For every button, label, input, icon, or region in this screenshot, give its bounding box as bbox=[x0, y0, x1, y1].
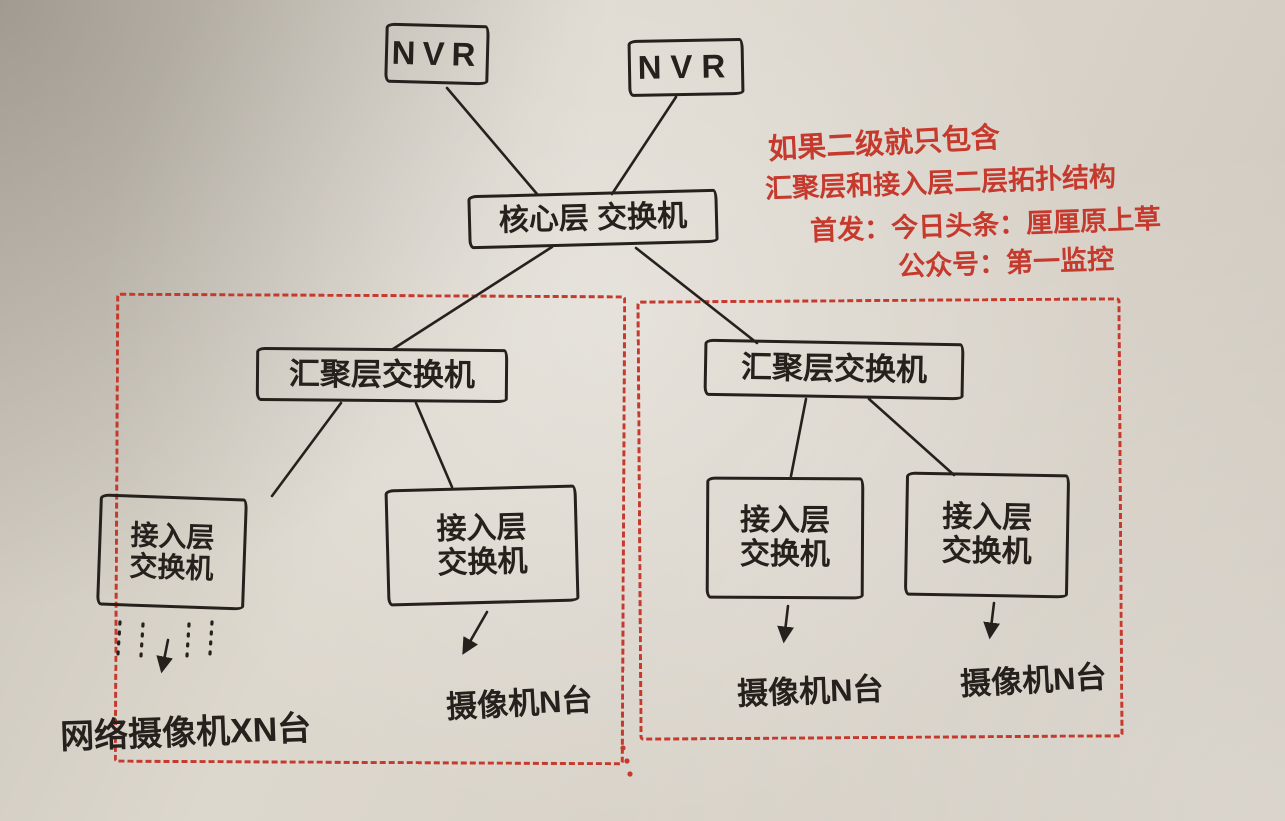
access-switch-left-2-line2: 交换机 bbox=[437, 544, 528, 580]
access-switch-right-2: 接入层 交换机 bbox=[903, 471, 1071, 599]
camera-label-right-1: 摄像机N台 bbox=[736, 671, 885, 712]
aggregation-switch-left: 汇聚层交换机 bbox=[255, 346, 509, 404]
access-switch-right-2-line1: 接入层 bbox=[942, 500, 1033, 536]
core-switch-box: 核心层 交换机 bbox=[467, 188, 719, 250]
nvr-box-1-label: NVR bbox=[391, 33, 483, 73]
core-switch-label: 核心层 交换机 bbox=[498, 199, 688, 238]
camera-label-right-2: 摄像机N台 bbox=[959, 659, 1108, 702]
aggregation-switch-left-label: 汇聚层交换机 bbox=[288, 355, 476, 393]
access-switch-left-1-line1: 接入层 bbox=[130, 519, 216, 554]
access-switch-left-1: 接入层 交换机 bbox=[96, 493, 248, 611]
access-switch-left-2: 接入层 交换机 bbox=[384, 484, 580, 607]
nvr-box-1: NVR bbox=[384, 22, 490, 86]
access-switch-right-2-line2: 交换机 bbox=[941, 534, 1032, 569]
nvr-box-2: NVR bbox=[627, 37, 745, 98]
camera-label-left-group: 网络摄像机XN台 bbox=[59, 709, 312, 757]
aggregation-switch-right-label: 汇聚层交换机 bbox=[740, 349, 928, 388]
access-switch-right-1: 接入层 交换机 bbox=[705, 476, 865, 600]
annotation-line-4: 公众号：第一监控 bbox=[897, 244, 1115, 282]
nvr-box-2-label: NVR bbox=[637, 47, 735, 86]
access-switch-right-1-line2: 交换机 bbox=[739, 537, 830, 572]
aggregation-switch-right: 汇聚层交换机 bbox=[703, 338, 965, 401]
access-switch-left-1-line2: 交换机 bbox=[128, 550, 214, 585]
camera-label-left-single: 摄像机N台 bbox=[445, 682, 594, 725]
access-switch-right-1-line1: 接入层 bbox=[740, 504, 831, 538]
access-switch-left-2-line1: 接入层 bbox=[436, 510, 527, 547]
